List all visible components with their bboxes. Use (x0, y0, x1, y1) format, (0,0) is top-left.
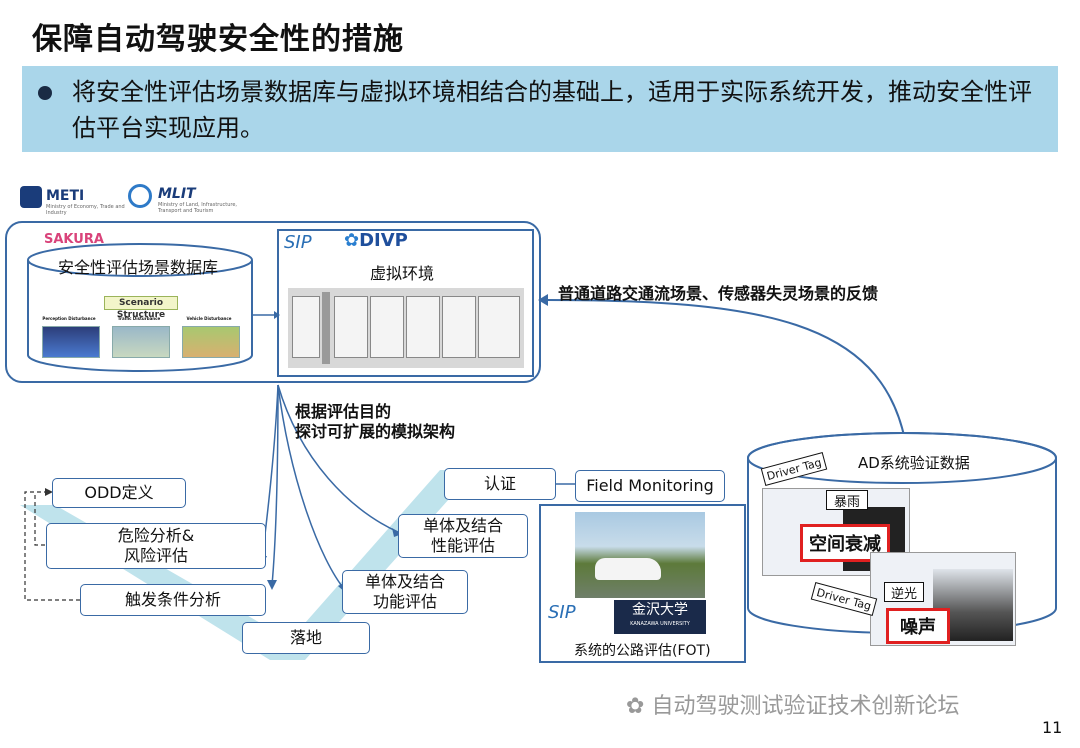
page-title: 保障自动驾驶安全性的措施 (32, 22, 404, 57)
traffic-thumbnail (112, 326, 170, 358)
summary-banner: 将安全性评估场景数据库与虚拟环境相结合的基础上，适用于实际系统开发，推动安全性评… (22, 66, 1058, 152)
fot-label: 系统的公路评估(FOT) (574, 643, 711, 659)
step-function-line2: 功能评估 (372, 592, 437, 611)
ad-db-label: AD系统验证数据 (858, 454, 970, 472)
category-vehicle: Vehicle Disturbance (186, 316, 232, 321)
kanazawa-sub: KANAZAWA UNIVERSITY (630, 621, 690, 627)
step-trigger: 触发条件分析 (80, 584, 266, 616)
step-function-line1: 单体及结合 (364, 572, 445, 591)
step-landing: 落地 (242, 622, 370, 654)
meti-sub: Ministry of Economy, Trade and Industry (46, 204, 125, 216)
step-risk-line2: 风险评估 (123, 546, 188, 565)
meti-logo-text: METI (46, 188, 85, 204)
step-performance-line1: 单体及结合 (422, 516, 503, 535)
virtual-env-label: 虚拟环境 (370, 264, 435, 283)
kanazawa-name: 金沢大学 (632, 602, 688, 618)
step-risk-line1: 危险分析& (117, 526, 195, 545)
scenario-structure: Scenario Structure (104, 296, 178, 320)
sakura-logo: SAKURA (44, 232, 104, 247)
category-traffic: Traffic Disturbance (117, 316, 161, 321)
architecture-label-1: 根据评估目的 (295, 402, 392, 421)
summary-text: 将安全性评估场景数据库与虚拟环境相结合的基础上，适用于实际系统开发，推动安全性评… (72, 78, 1032, 142)
mlit-logo-icon (128, 184, 152, 208)
database-label: 安全性评估场景数据库 (58, 258, 219, 277)
bullet-icon (38, 86, 52, 100)
page-number: 11 (1042, 718, 1063, 737)
watermark-text: 自动驾驶测试验证技术创新论坛 (651, 694, 960, 719)
watermark: ✿ 自动驾驶测试验证技术创新论坛 (626, 688, 959, 720)
fot-sip-logo: SIP (548, 602, 576, 623)
step-certification: 认证 (444, 468, 556, 500)
wechat-icon: ✿ (626, 694, 645, 719)
tag-heavy-rain: 暴雨 (826, 490, 868, 510)
architecture-diagram (288, 288, 524, 368)
tag-backlight: 逆光 (884, 582, 924, 602)
label-noise: 噪声 (886, 608, 950, 644)
meti-logo-icon (20, 186, 42, 208)
vehicle-thumbnail (182, 326, 240, 358)
divp-logo-text: DIVP (359, 230, 408, 251)
step-risk: 危险分析& 风险评估 (46, 523, 266, 569)
kanazawa-logo: 金沢大学 KANAZAWA UNIVERSITY (614, 600, 706, 634)
divp-logo: ✿DIVP (344, 230, 408, 251)
mlit-logo-text: MLIT (158, 186, 196, 202)
architecture-label-2: 探讨可扩展的模拟架构 (295, 422, 456, 441)
step-performance-eval: 单体及结合 性能评估 (398, 514, 528, 558)
step-performance-line2: 性能评估 (430, 536, 495, 555)
mlit-sub: Ministry of Land, Infrastructure, Transp… (158, 202, 238, 214)
category-perception: Perception Disturbance (42, 316, 96, 321)
perception-thumbnail (42, 326, 100, 358)
step-function-eval: 单体及结合 功能评估 (342, 570, 468, 614)
feedback-label: 普通道路交通流场景、传感器失灵场景的反馈 (558, 284, 879, 303)
fot-car-photo (575, 512, 705, 598)
car-shape (595, 558, 661, 580)
sip-logo: SIP (284, 232, 312, 253)
step-odd: ODD定义 (52, 478, 186, 508)
step-field-monitoring: Field Monitoring (575, 470, 725, 502)
